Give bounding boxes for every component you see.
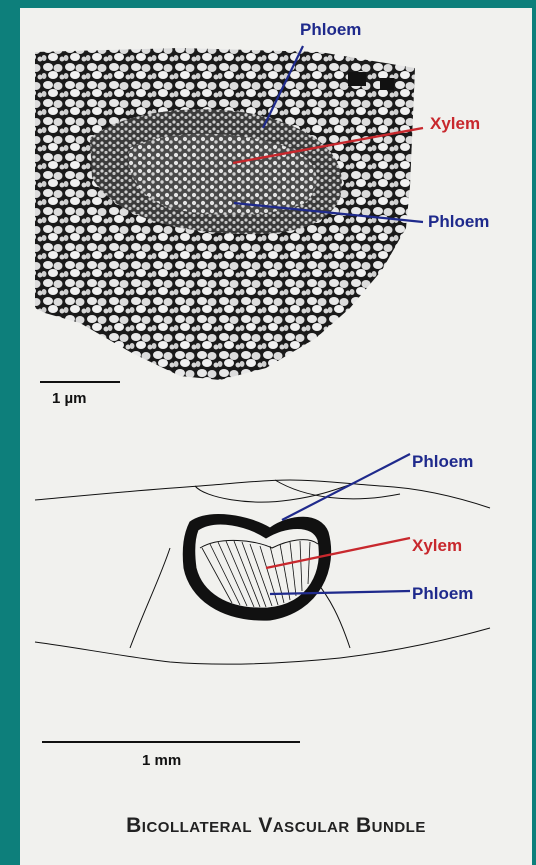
slide-card: Phloem Xylem Phloem 1 µm Phloem Xylem Ph… xyxy=(20,8,532,865)
drawing-scale-label: 1 mm xyxy=(142,752,181,769)
micrograph-image xyxy=(20,8,532,865)
drawing-label-xylem: Xylem xyxy=(412,536,462,556)
micrograph-label-phloem-bottom: Phloem xyxy=(428,212,489,232)
drawing-label-phloem-top: Phloem xyxy=(412,452,473,472)
micrograph-scale-label: 1 µm xyxy=(52,390,87,407)
drawing-label-phloem-bottom: Phloem xyxy=(412,584,473,604)
slide-title: Bicollateral Vascular Bundle xyxy=(20,814,532,838)
micrograph-label-phloem-top: Phloem xyxy=(300,20,361,40)
drawing-figure xyxy=(35,480,490,664)
micrograph-label-xylem: Xylem xyxy=(430,114,480,134)
